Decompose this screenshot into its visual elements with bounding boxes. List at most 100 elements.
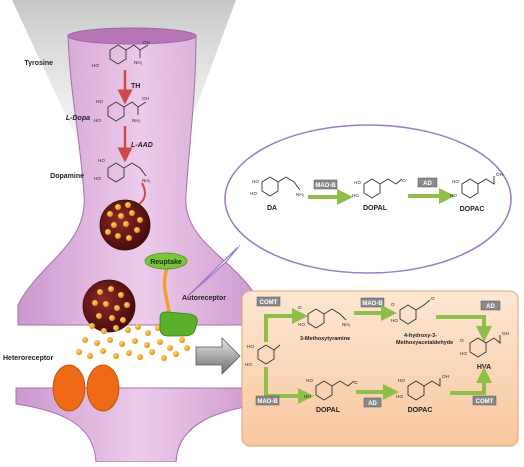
svg-text:HO: HO	[396, 394, 403, 399]
dopamine-dot	[144, 342, 150, 348]
dopamine-dot	[113, 325, 119, 331]
dopamine-dot	[135, 324, 141, 330]
svg-text:HO: HO	[96, 99, 103, 104]
dopamine-dot	[129, 210, 135, 216]
dopamine-dot	[113, 353, 119, 359]
dopamine-dot	[103, 301, 109, 307]
heteroreceptor-right-lobe	[86, 364, 120, 412]
ad-bottom-box	[363, 397, 382, 408]
ad-top-box	[480, 300, 501, 311]
aldehyde-label-line2: Methoxyacetaldehyde	[396, 340, 453, 346]
dopamine-dot	[125, 327, 131, 333]
comt-bottom-label: COMT	[476, 399, 494, 405]
dopamine-dot	[173, 351, 179, 357]
dopamine-dot	[155, 325, 161, 331]
svg-text:NH₂: NH₂	[142, 178, 151, 183]
panel-dopamine-molecule: HO HO	[245, 344, 281, 367]
dopamine-dot	[179, 337, 185, 343]
comt-bottom-box	[472, 395, 497, 406]
dopamine-dot	[108, 286, 114, 292]
panel-dopac-molecule: HO HO OH	[396, 374, 449, 401]
dopamine-dot	[115, 233, 121, 239]
dopamine-dot	[145, 330, 151, 336]
metabolism-bubble	[224, 124, 512, 274]
dopamine-dot	[137, 217, 143, 223]
methoxytyramine-molecule: O HO NH₂	[298, 305, 351, 329]
dopamine-dot	[134, 227, 140, 233]
dopamine-dot	[125, 202, 131, 208]
svg-text:HO: HO	[391, 318, 398, 323]
svg-text:OH: OH	[502, 331, 509, 336]
svg-text:HO: HO	[98, 158, 105, 163]
dopamine-dot	[100, 348, 106, 354]
svg-text:OH: OH	[143, 40, 150, 45]
dopal-molecule: HO HO O	[352, 178, 406, 199]
postsynaptic-neuron	[15, 387, 263, 463]
dopal-label: DOPAL	[363, 205, 388, 212]
dopamine-label: Dopamine	[50, 173, 84, 180]
comt-top-label: COMT	[260, 300, 278, 306]
big-gray-arrow	[195, 337, 241, 375]
svg-text:O: O	[431, 296, 435, 301]
svg-text:O: O	[402, 178, 406, 183]
mao-b-top-box	[360, 297, 385, 308]
dopamine-dot	[120, 317, 126, 323]
neuron-top-rim	[67, 27, 197, 45]
dopac-to-hva-arrow	[450, 367, 492, 395]
panel-dopal-molecule: HO HO O	[304, 378, 358, 401]
svg-text:HO: HO	[398, 378, 405, 383]
comt-top-box	[256, 296, 281, 307]
heteroreceptor-label: Heteroreceptor	[3, 355, 53, 362]
svg-text:HO: HO	[298, 322, 305, 327]
dopamine-dot	[123, 221, 129, 227]
aldehyde-molecule: O HO O	[391, 296, 435, 325]
mao-b-box	[313, 179, 338, 190]
reuptake-label: Reuptake	[150, 259, 182, 266]
svg-text:HO: HO	[450, 193, 457, 198]
svg-text:NH₂: NH₂	[342, 322, 351, 327]
tyrosine-molecule: HO OH NH₂	[92, 40, 150, 68]
da-molecule: HO HO NH₂	[250, 176, 305, 197]
autoreceptor	[159, 311, 198, 337]
svg-text:OH: OH	[142, 96, 149, 101]
svg-text:O: O	[391, 302, 395, 307]
l-aad-label: L-AAD	[131, 142, 153, 149]
dopamine-dot	[132, 338, 138, 344]
dopamine-dot	[167, 345, 173, 351]
svg-text:HO: HO	[460, 351, 467, 356]
dopac-molecule: HO HO OH	[450, 172, 503, 199]
da-label: DA	[267, 205, 277, 212]
reuptake-badge	[144, 252, 188, 270]
metabolism-panel	[241, 290, 519, 447]
ad-bottom-label: AD	[368, 401, 377, 407]
svg-text:HO: HO	[452, 179, 459, 184]
autoreceptor-label: Autoreceptor	[182, 295, 226, 302]
ad-top-label: AD	[486, 304, 495, 310]
svg-text:O: O	[298, 305, 302, 310]
aldehyde-to-hva-arrow	[436, 315, 492, 342]
svg-text:NH₂: NH₂	[132, 118, 141, 123]
svg-text:HO: HO	[306, 378, 313, 383]
dopamine-dot	[161, 355, 167, 361]
dopamine-dot	[94, 340, 100, 346]
dopamine-dot	[126, 350, 132, 356]
svg-text:HO: HO	[250, 191, 257, 196]
svg-text:HO: HO	[92, 63, 99, 68]
svg-text:HO: HO	[354, 180, 361, 185]
svg-text:HO: HO	[245, 362, 252, 367]
hva-molecule: O HO OH	[460, 331, 509, 358]
dopac-label: DOPAC	[460, 206, 485, 213]
dopamine-dot	[107, 337, 113, 343]
dopamine-to-3mt-arrow	[264, 308, 308, 342]
panel-dopac-label: DOPAC	[408, 407, 433, 414]
ad-box	[417, 177, 438, 188]
svg-text:NH₂: NH₂	[134, 60, 143, 65]
dopamine-dot	[76, 349, 82, 355]
bubble-tail-join	[230, 236, 240, 248]
svg-text:NH₂: NH₂	[296, 192, 305, 197]
l-dopa-molecule: HO HO OH NH₂	[94, 96, 149, 123]
dopamine-dot	[118, 292, 124, 298]
dopamine-dot	[124, 302, 130, 308]
